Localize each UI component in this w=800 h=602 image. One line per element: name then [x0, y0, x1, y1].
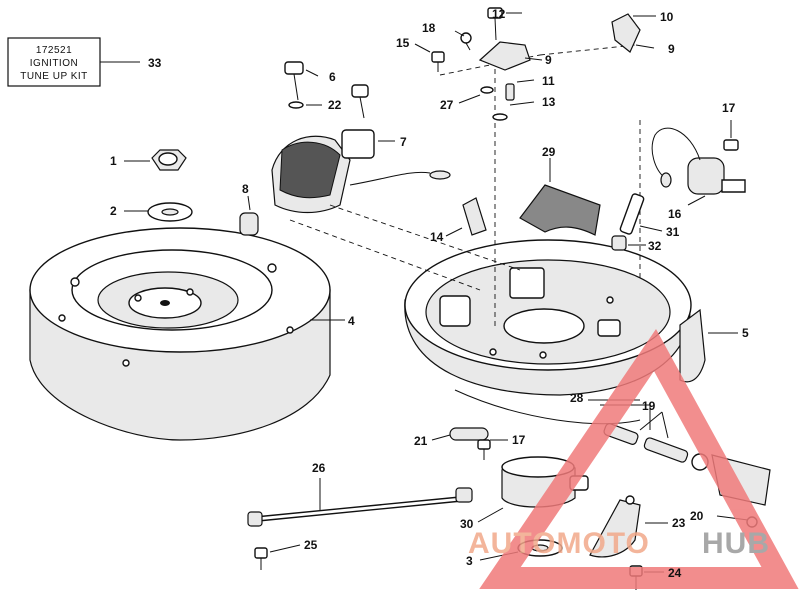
callout-28: 28 [570, 391, 584, 405]
callout-4: 4 [348, 314, 355, 328]
kit-title-line1: IGNITION [30, 58, 78, 69]
callout-17-top: 17 [722, 101, 736, 115]
screw-and-spring [611, 193, 663, 251]
callout-7: 7 [400, 135, 407, 149]
callout-29: 29 [542, 145, 556, 159]
callout-30: 30 [460, 517, 474, 531]
callout-16: 16 [668, 207, 682, 221]
callout-26: 26 [312, 461, 326, 475]
callout-3: 3 [466, 554, 473, 568]
ground-wire [247, 478, 473, 570]
callout-25: 25 [304, 538, 318, 552]
link-arm [431, 427, 508, 460]
callout-22: 22 [328, 98, 342, 112]
callout-19: 19 [642, 399, 656, 413]
callout-27: 27 [440, 98, 454, 112]
callout-12: 12 [492, 7, 506, 21]
callout-10: 10 [660, 10, 674, 24]
flywheel-washer [124, 202, 193, 222]
callout-13: 13 [542, 95, 556, 109]
stator-plate [404, 239, 738, 425]
callout-15: 15 [396, 36, 410, 50]
coil-screws [284, 61, 369, 119]
watermark-word-a: AUTOMOTO [468, 527, 650, 560]
callout-14: 14 [430, 230, 444, 244]
callout-11: 11 [542, 74, 555, 88]
callout-1: 1 [110, 154, 117, 168]
callout-labels: 33 12 10 18 15 9 9 6 11 22 27 13 17 7 1 … [110, 7, 749, 580]
condenser [651, 120, 746, 206]
sleeve [239, 195, 259, 236]
callout-9-left: 9 [545, 53, 552, 67]
felt-wick [519, 158, 601, 236]
clip [445, 197, 487, 237]
callout-24: 24 [668, 566, 682, 580]
flywheel [29, 227, 345, 441]
callout-9-right: 9 [668, 42, 675, 56]
callout-18: 18 [422, 21, 436, 35]
breaker-points [414, 7, 656, 72]
callout-32: 32 [648, 239, 662, 253]
callout-31: 31 [666, 225, 680, 239]
watermark: AUTOMOTO HUB [468, 328, 799, 589]
watermark-triangle-icon [479, 328, 799, 589]
callout-2: 2 [110, 204, 117, 218]
callout-6: 6 [329, 70, 336, 84]
tune-up-kit-box: 172521 IGNITION TUNE UP KIT [7, 37, 140, 87]
callout-23: 23 [672, 516, 686, 530]
ignition-coil [271, 129, 451, 214]
callout-8: 8 [242, 182, 249, 196]
kit-title-line2: TUNE UP KIT [20, 71, 88, 82]
kit-number: 172521 [36, 45, 72, 56]
callout-17-bottom: 17 [512, 433, 526, 447]
watermark-word-b: HUB [702, 527, 770, 560]
callout-20: 20 [690, 509, 704, 523]
callout-33: 33 [148, 56, 162, 70]
small-hardware [458, 79, 535, 121]
flywheel-nut [124, 149, 187, 171]
callout-5: 5 [742, 326, 749, 340]
callout-21: 21 [414, 434, 428, 448]
